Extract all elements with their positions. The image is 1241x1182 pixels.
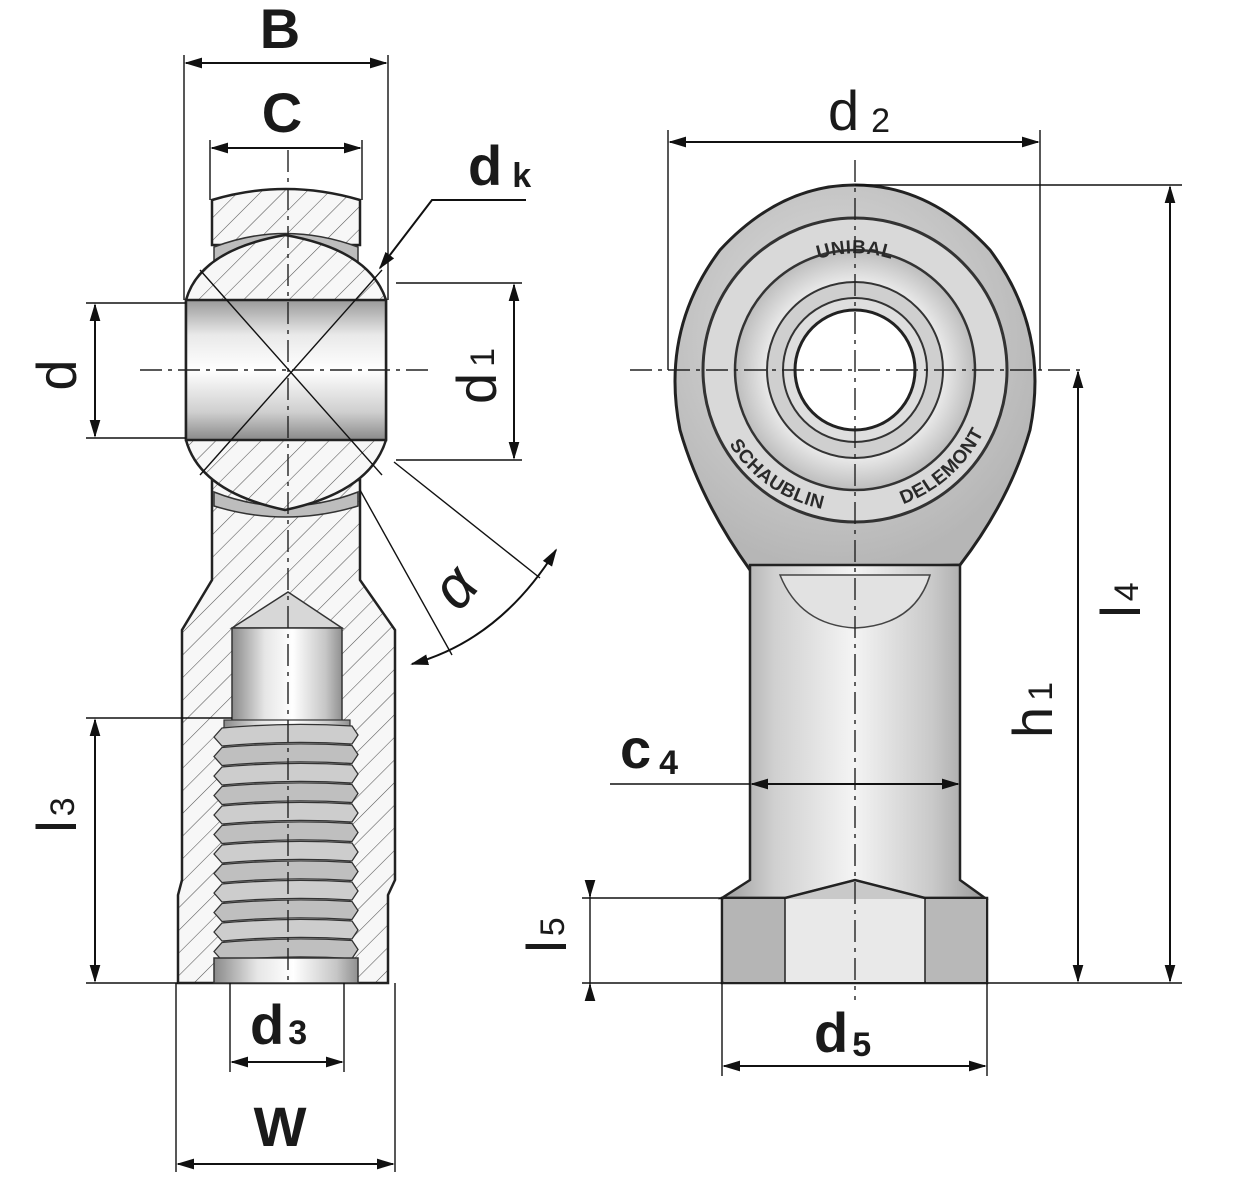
hex-face-left	[724, 899, 784, 982]
label-d1: d1	[445, 348, 508, 404]
label-l5: l5	[515, 917, 578, 952]
label-d: d	[25, 359, 88, 390]
thread-crests	[213, 723, 359, 962]
label-W: W	[254, 1095, 307, 1158]
label-l4: l4	[1089, 582, 1152, 617]
hex-face-right	[926, 899, 986, 982]
thread-crest	[213, 860, 359, 884]
thread-crest	[213, 743, 359, 767]
thread-crest	[213, 918, 359, 942]
housing-top	[210, 187, 362, 247]
thread-crest	[213, 723, 359, 747]
label-C: C	[262, 81, 302, 144]
label-B: B	[260, 0, 300, 60]
thread-crest	[213, 840, 359, 864]
thread-crest	[213, 899, 359, 923]
label-h1: h1	[1001, 682, 1064, 738]
thread-crest	[213, 879, 359, 903]
thread-crest	[213, 762, 359, 786]
drill-hole	[231, 627, 343, 729]
thread-crest	[213, 801, 359, 825]
label-alpha: α	[418, 551, 492, 622]
label-l3: l3	[25, 797, 88, 832]
section-view	[86, 55, 557, 1172]
thread-crest	[213, 782, 359, 806]
thread-bottom	[213, 957, 359, 984]
front-view: UNIBAL SCHAUBLIN DELEMONT	[582, 130, 1182, 1076]
thread-crest	[213, 821, 359, 845]
